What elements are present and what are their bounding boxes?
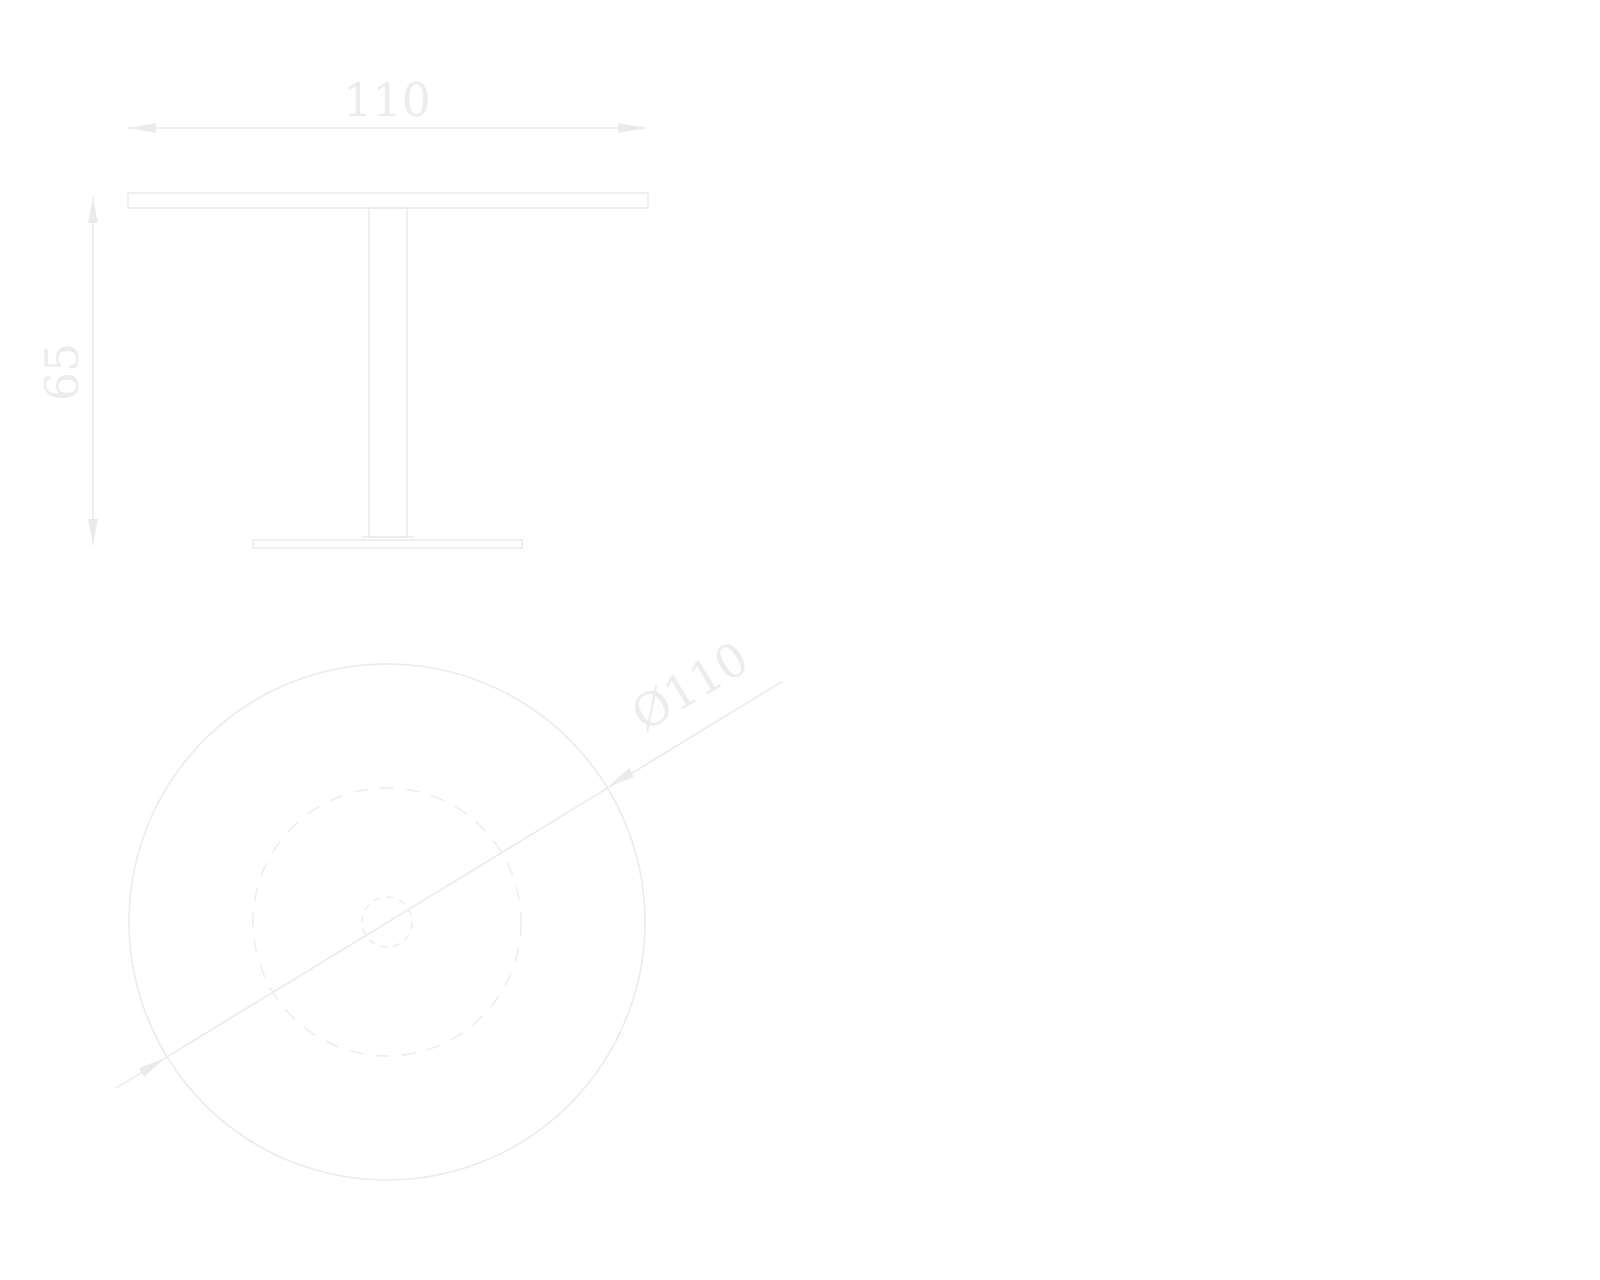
table-column (368, 207, 408, 538)
diameter-dimension-line (115, 680, 784, 1089)
column-hidden-circle (361, 896, 413, 948)
width-dimension-label: 110 (343, 73, 431, 127)
arrowhead-diameter-upper (608, 768, 634, 787)
arrowhead-bottom (88, 519, 98, 545)
table-top (127, 192, 649, 209)
diameter-dimension-label: Ø110 (622, 631, 757, 742)
table-base (252, 539, 523, 549)
arrowhead-diameter-lower (139, 1058, 165, 1077)
height-dimension-label: 65 (35, 343, 89, 402)
arrowhead-top (88, 197, 98, 223)
top-view: Ø110 (115, 631, 784, 1181)
arrowhead-left (128, 123, 156, 133)
side-view: 110 65 (35, 73, 649, 549)
arrowhead-right (618, 123, 646, 133)
top-outline-circle (128, 663, 646, 1181)
base-hidden-circle (252, 787, 522, 1057)
